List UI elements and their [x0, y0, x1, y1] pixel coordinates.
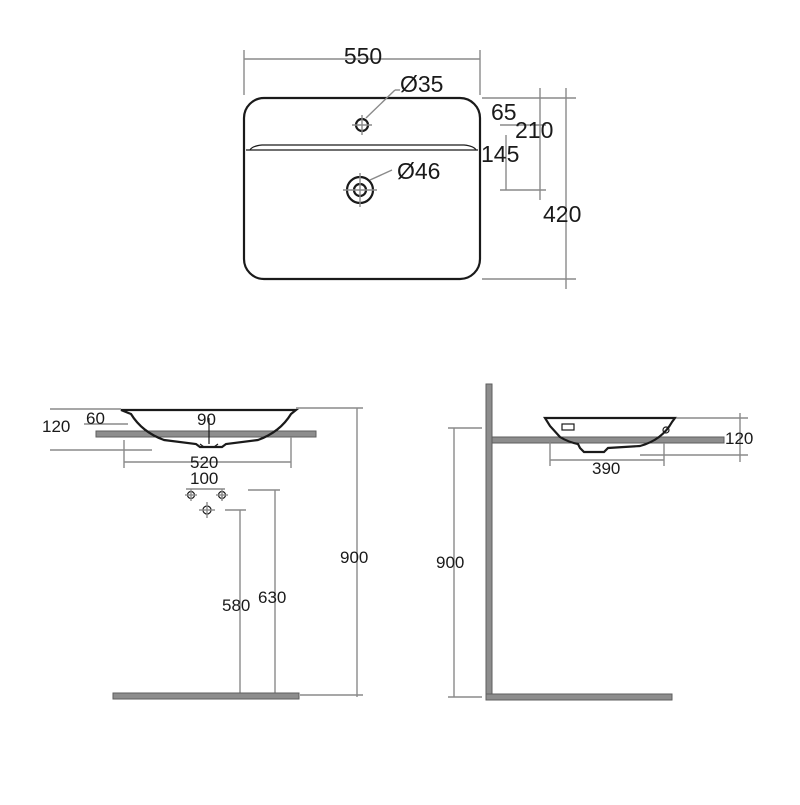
supply-height-label: 630 [258, 588, 286, 607]
waste-dia-label: Ø46 [397, 158, 440, 184]
width-label: 550 [344, 43, 382, 69]
rim-height-label: 120 [42, 417, 70, 436]
side-floor [485, 693, 673, 701]
trap-spacing-label: 100 [190, 469, 218, 488]
front-counter-height-dim: 900 [296, 407, 368, 697]
bowl-width-label: 520 [190, 453, 218, 472]
depth-label: 420 [543, 201, 581, 227]
bowl-width-dim: 520 [123, 437, 292, 472]
basin-outline [242, 96, 482, 281]
width-dimension: 550 [243, 43, 481, 95]
top-view: 550 Ø35 Ø46 65 210 145 420 [242, 43, 581, 289]
countertop [95, 430, 317, 438]
waste-height-label: 580 [222, 596, 250, 615]
side-counter-height-dim: 900 [436, 427, 482, 698]
bowl-edge-curve [249, 144, 477, 151]
side-rim-height-dim: 120 [640, 413, 753, 462]
basin-side-profile [543, 416, 678, 454]
front-view: 120 60 90 520 100 [42, 407, 368, 700]
side-tap-icon [662, 426, 670, 434]
side-rim-height-label: 120 [725, 429, 753, 448]
supply-height-dims: 580 630 [222, 489, 286, 693]
wall [485, 383, 493, 701]
basin-front-profile [120, 408, 300, 449]
depth-dimensions: 65 210 145 420 [481, 88, 581, 289]
waste-offset-label: 210 [515, 117, 553, 143]
side-countertop [491, 436, 725, 444]
overflow-slot [561, 423, 575, 431]
ledge-height-label: 60 [86, 409, 105, 428]
bowl-edge-offset-label: 145 [481, 141, 519, 167]
waste-dia-leader: Ø46 [369, 158, 440, 184]
side-counter-height-label: 900 [436, 553, 464, 572]
side-view: 900 120 390 [436, 383, 753, 701]
tap-hole [352, 115, 372, 135]
supply-points: 100 [185, 469, 228, 518]
front-counter-height-label: 900 [340, 548, 368, 567]
waste-depth-label: 90 [197, 410, 216, 429]
side-depth-label: 390 [592, 459, 620, 478]
waste-outlet [343, 173, 377, 207]
front-left-dims: 120 60 [42, 408, 152, 451]
tap-dia-label: Ø35 [400, 71, 443, 97]
waste-spigot [199, 443, 219, 448]
tap-dia-leader: Ø35 [365, 71, 443, 119]
tap-offset-label: 65 [491, 99, 517, 125]
front-floor [112, 692, 300, 700]
side-depth-dim: 390 [549, 440, 665, 478]
